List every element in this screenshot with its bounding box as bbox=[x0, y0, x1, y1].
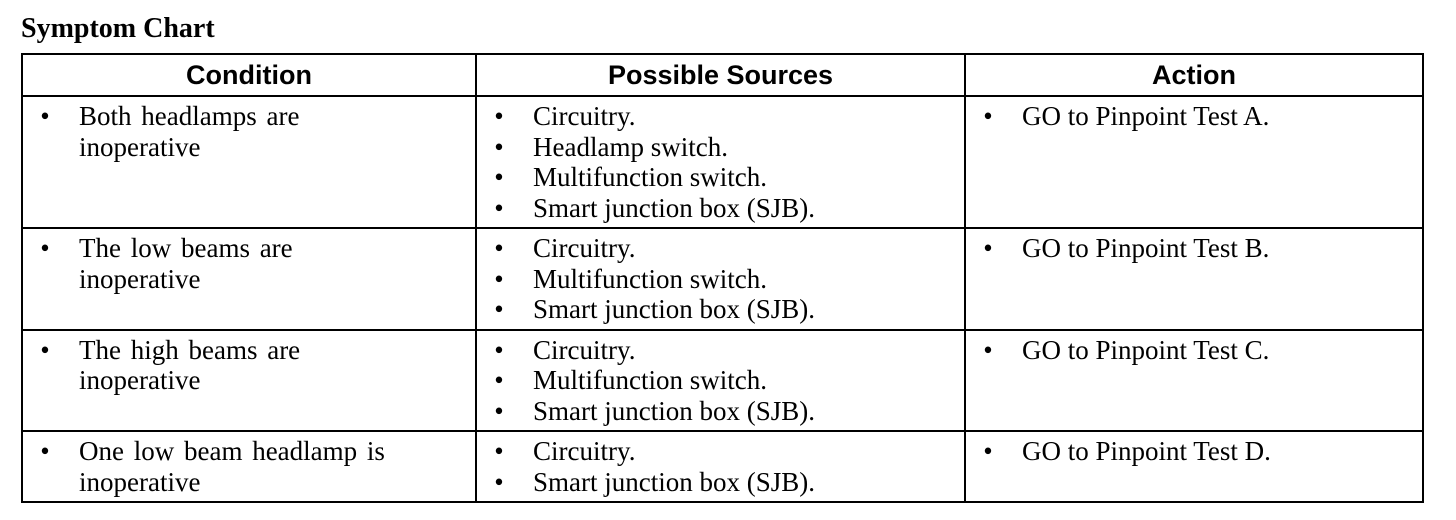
condition-cell: • The high beams are inoperative bbox=[21, 328, 477, 432]
source-item: • Circuitry. bbox=[489, 335, 964, 366]
table-row: • One low beam headlamp is inoperative •… bbox=[21, 430, 1424, 503]
bullet-icon: • bbox=[983, 233, 993, 263]
possible-sources-cell: • Circuitry. • Smart junction box (SJB). bbox=[475, 430, 966, 503]
bullet-icon: • bbox=[494, 365, 504, 395]
bullet-icon: • bbox=[494, 162, 504, 192]
action-item: • GO to Pinpoint Test C. bbox=[978, 335, 1422, 366]
source-item: • Smart junction box (SJB). bbox=[489, 467, 964, 498]
table-row: • The low beams are inoperative • Circuit… bbox=[21, 227, 1424, 331]
condition-item: • The high beams are inoperative bbox=[35, 335, 475, 396]
source-text: Smart junction box (SJB). bbox=[533, 395, 815, 426]
bullet-icon: • bbox=[494, 192, 504, 223]
symptom-table: Condition Possible Sources Action • Both… bbox=[21, 53, 1424, 503]
source-text: Circuitry. bbox=[533, 233, 636, 263]
source-item: • Headlamp switch. bbox=[489, 132, 964, 163]
source-text: Multifunction switch. bbox=[533, 365, 767, 395]
table-row: • The high beams are inoperative • Circui… bbox=[21, 328, 1424, 432]
condition-cell: • Both headlamps are inoperative bbox=[21, 95, 477, 229]
bullet-icon: • bbox=[494, 233, 504, 263]
action-cell: • GO to Pinpoint Test C. bbox=[964, 328, 1424, 432]
bullet-icon: • bbox=[40, 101, 50, 131]
condition-line: inoperative bbox=[79, 365, 201, 395]
bullet-icon: • bbox=[494, 294, 504, 324]
action-text: GO to Pinpoint Test D. bbox=[1022, 436, 1271, 466]
condition-line: Both headlamps are bbox=[79, 101, 300, 131]
source-text: Headlamp switch. bbox=[533, 131, 728, 162]
source-text: Multifunction switch. bbox=[533, 263, 767, 294]
bullet-icon: • bbox=[40, 334, 50, 365]
bullet-icon: • bbox=[494, 395, 504, 426]
column-header-condition: Condition bbox=[21, 53, 477, 97]
condition-line: The low beams are bbox=[79, 233, 293, 263]
possible-sources-cell: • Circuitry. • Multifunction switch. • Smar… bbox=[475, 227, 966, 331]
condition-line: inoperative bbox=[79, 466, 201, 497]
action-item: • GO to Pinpoint Test A. bbox=[978, 101, 1422, 132]
source-item: • Multifunction switch. bbox=[489, 264, 964, 295]
bullet-icon: • bbox=[494, 436, 504, 466]
source-item: • Smart junction box (SJB). bbox=[489, 396, 964, 427]
possible-sources-cell: • Circuitry. • Multifunction switch. • Smar… bbox=[475, 328, 966, 432]
source-text: Circuitry. bbox=[533, 436, 636, 466]
source-item: • Smart junction box (SJB). bbox=[489, 193, 964, 224]
bullet-icon: • bbox=[40, 233, 50, 263]
source-item: • Multifunction switch. bbox=[489, 365, 964, 396]
action-text: GO to Pinpoint Test B. bbox=[1022, 233, 1270, 263]
source-text: Smart junction box (SJB). bbox=[533, 192, 815, 223]
action-cell: • GO to Pinpoint Test A. bbox=[964, 95, 1424, 229]
source-text: Multifunction switch. bbox=[533, 162, 767, 192]
bullet-icon: • bbox=[494, 101, 504, 131]
source-item: • Smart junction box (SJB). bbox=[489, 294, 964, 325]
bullet-icon: • bbox=[494, 466, 504, 497]
action-item: • GO to Pinpoint Test B. bbox=[978, 233, 1422, 264]
bullet-icon: • bbox=[983, 436, 993, 466]
condition-item: • Both headlamps are inoperative bbox=[35, 101, 475, 162]
bullet-icon: • bbox=[494, 131, 504, 162]
bullet-icon: • bbox=[983, 101, 993, 131]
action-text: GO to Pinpoint Test C. bbox=[1022, 334, 1270, 365]
condition-item: • One low beam headlamp is inoperative bbox=[35, 436, 475, 497]
column-header-possible-sources: Possible Sources bbox=[475, 53, 966, 97]
condition-item: • The low beams are inoperative bbox=[35, 233, 475, 294]
condition-line: inoperative bbox=[79, 263, 201, 294]
source-text: Smart junction box (SJB). bbox=[533, 466, 815, 497]
bullet-icon: • bbox=[983, 334, 993, 365]
bullet-icon: • bbox=[40, 436, 50, 466]
bullet-icon: • bbox=[494, 263, 504, 294]
action-item: • GO to Pinpoint Test D. bbox=[978, 436, 1422, 467]
source-text: Circuitry. bbox=[533, 101, 636, 131]
bullet-icon: • bbox=[494, 334, 504, 365]
action-cell: • GO to Pinpoint Test B. bbox=[964, 227, 1424, 331]
table-header-row: Condition Possible Sources Action bbox=[21, 53, 1424, 97]
condition-line: inoperative bbox=[79, 131, 201, 162]
source-text: Smart junction box (SJB). bbox=[533, 294, 815, 324]
action-text: GO to Pinpoint Test A. bbox=[1022, 101, 1270, 131]
column-header-action: Action bbox=[964, 53, 1424, 97]
source-item: • Circuitry. bbox=[489, 233, 964, 264]
condition-cell: • The low beams are inoperative bbox=[21, 227, 477, 331]
table-row: • Both headlamps are inoperative • Circui… bbox=[21, 95, 1424, 229]
source-item: • Circuitry. bbox=[489, 436, 964, 467]
source-text: Circuitry. bbox=[533, 334, 636, 365]
action-cell: • GO to Pinpoint Test D. bbox=[964, 430, 1424, 503]
source-item: • Multifunction switch. bbox=[489, 162, 964, 193]
condition-line: One low beam headlamp is bbox=[79, 436, 385, 466]
condition-cell: • One low beam headlamp is inoperative bbox=[21, 430, 477, 503]
condition-line: The high beams are bbox=[79, 334, 301, 365]
possible-sources-cell: • Circuitry. • Headlamp switch. • Multifunc… bbox=[475, 95, 966, 229]
source-item: • Circuitry. bbox=[489, 101, 964, 132]
page-title: Symptom Chart bbox=[21, 13, 215, 44]
